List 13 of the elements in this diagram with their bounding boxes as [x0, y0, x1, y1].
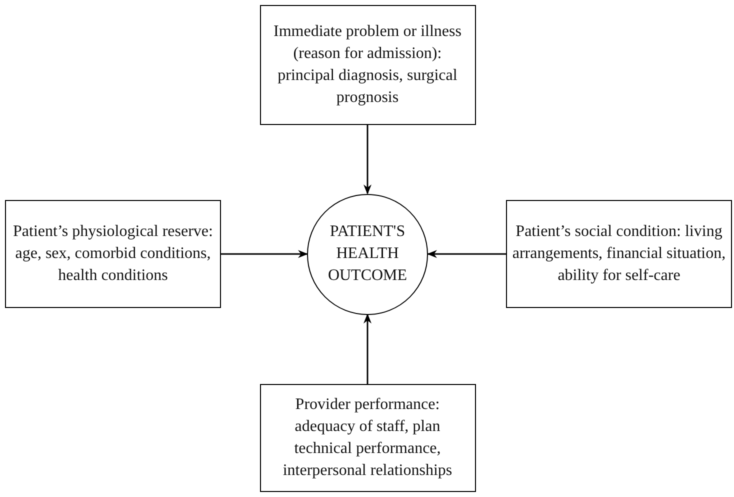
arrow — [221, 250, 308, 258]
arrow — [427, 250, 506, 258]
factor-box — [260, 5, 476, 125]
arrow — [364, 125, 372, 194]
factor-box — [5, 200, 221, 308]
node-text: PATIENT'S HEALTH OUTCOME — [326, 222, 408, 286]
node-text: Immediate problem or illness (reason for admission): principal diagnosis, surgical prognosis — [272, 22, 462, 108]
factor-box — [260, 384, 476, 492]
node-text: Patient’s social condition: living arrangements, financial situation, ability for self-care — [511, 222, 727, 286]
node-text: Patient’s physiological reserve: age, sex, comorbid conditions, health conditions — [12, 222, 214, 286]
factor-box — [506, 200, 732, 308]
node-text: Provider performance: adequacy of staff, plan technical performance, interpersonal relationships — [282, 395, 454, 481]
arrow — [364, 314, 372, 384]
